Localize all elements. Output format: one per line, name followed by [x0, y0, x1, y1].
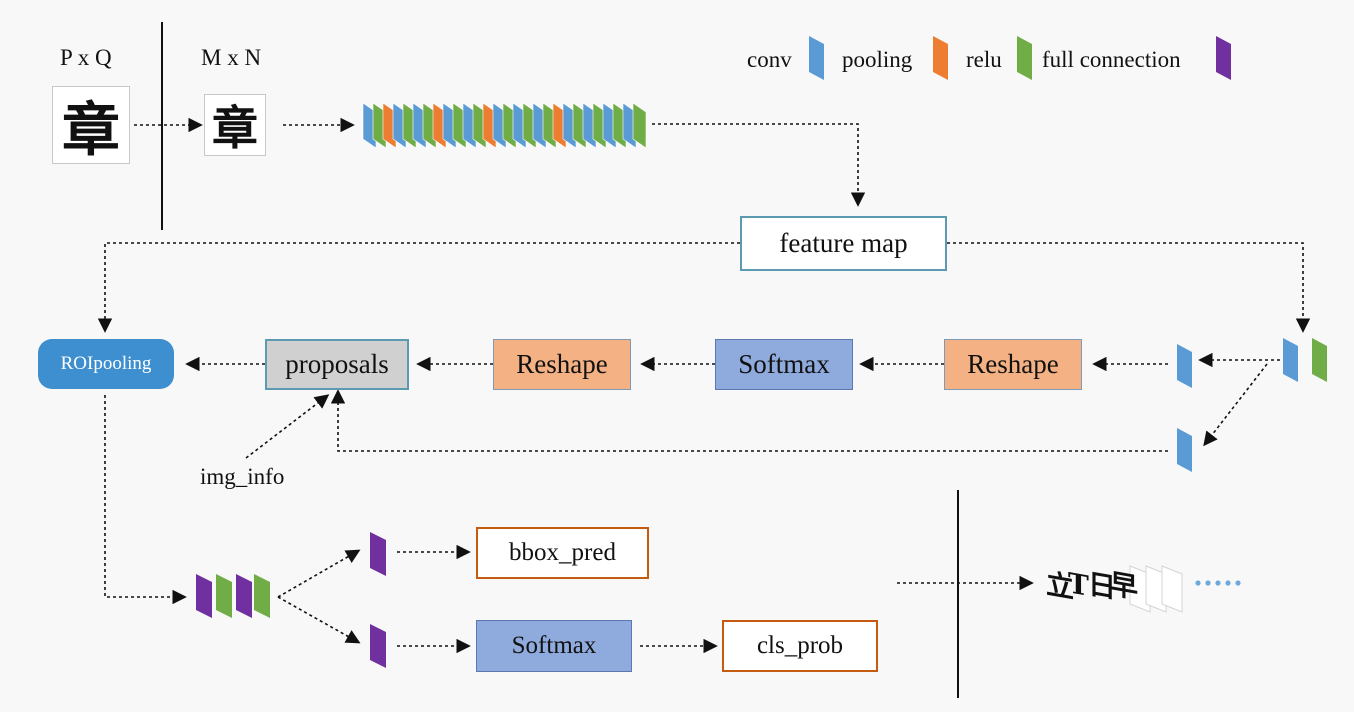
legend-label-relu: relu	[966, 47, 1002, 72]
output-page-1	[1129, 565, 1151, 613]
input-glyph-resized: 章	[204, 94, 266, 156]
rpn-bbox-conv-layer	[1177, 428, 1192, 472]
arrow-img-info-to-proposals	[245, 394, 330, 459]
legend-relu-swatch	[1017, 36, 1032, 80]
output-character-sequence: 立 T 日 早	[1046, 562, 1139, 606]
arrow-head-to-bbox-fc	[277, 549, 361, 598]
reshape-node-left: Reshape	[493, 339, 631, 390]
connectors	[97, 117, 1311, 654]
rpn-layers	[1177, 338, 1327, 472]
legend-label-conv: conv	[747, 47, 792, 72]
roipooling-node: ROIpooling	[38, 339, 174, 389]
img-info-label: img_info	[200, 464, 285, 489]
arrow-bbox-branch-to-proposals	[330, 389, 1168, 452]
bbox-fc-layer	[370, 532, 386, 576]
label-original-size: P x Q	[60, 45, 112, 70]
ellipsis-dot	[1195, 580, 1201, 586]
backbone-layer-stack	[362, 102, 647, 149]
ellipsis-dot	[1205, 580, 1211, 586]
legend-label-pooling: pooling	[842, 47, 913, 72]
ellipsis-dot	[1235, 580, 1241, 586]
output-page-3	[1161, 565, 1183, 613]
output-page-2	[1145, 565, 1167, 613]
head-fc-layer-2	[236, 574, 252, 618]
output-char-1: 立	[1046, 567, 1075, 606]
ellipsis-dots	[1195, 580, 1241, 586]
output-page-stack	[1129, 565, 1183, 613]
head-layers	[196, 532, 386, 668]
cls-prob-node: cls_prob	[722, 620, 878, 672]
proposals-node: proposals	[265, 339, 409, 390]
arrow-backbone-to-feature-map	[652, 123, 866, 207]
output-char-3: 日	[1088, 567, 1117, 606]
legend-label-full-connection: full connection	[1042, 47, 1181, 72]
softmax-node-head: Softmax	[476, 620, 632, 672]
cls-fc-layer	[370, 624, 386, 668]
legend-swatches	[809, 36, 1231, 80]
legend-conv-swatch	[809, 36, 824, 80]
softmax-node-rpn: Softmax	[715, 339, 853, 390]
rpn-relu-layer	[1312, 338, 1327, 382]
head-relu-layer-2	[254, 574, 270, 618]
arrow-rpn-to-bbox-branch	[1203, 363, 1268, 447]
legend-fc-swatch	[1216, 36, 1231, 80]
arrow-feature-map-to-roipooling	[97, 242, 740, 333]
ellipsis-dot	[1215, 580, 1221, 586]
rpn-cls-conv-layer	[1177, 344, 1192, 388]
ellipsis-dot	[1225, 580, 1231, 586]
output-char-4: 早	[1110, 567, 1139, 606]
reshape-node-right: Reshape	[944, 339, 1082, 390]
rpn-conv-layer	[1283, 338, 1298, 382]
label-resized-size: M x N	[201, 45, 262, 70]
input-glyph-original: 章	[52, 86, 130, 164]
arrow-roipooling-to-head	[104, 395, 187, 605]
head-relu-layer-1	[216, 574, 232, 618]
feature-map-node: feature map	[740, 216, 947, 271]
arrow-head-to-cls-fc	[277, 596, 361, 644]
output-char-2: T	[1068, 565, 1089, 603]
backbone-layer	[632, 102, 647, 149]
arrow-feature-map-to-rpn	[947, 242, 1311, 333]
bbox-pred-node: bbox_pred	[476, 527, 649, 579]
legend-pooling-swatch	[933, 36, 948, 80]
head-fc-layer-1	[196, 574, 212, 618]
